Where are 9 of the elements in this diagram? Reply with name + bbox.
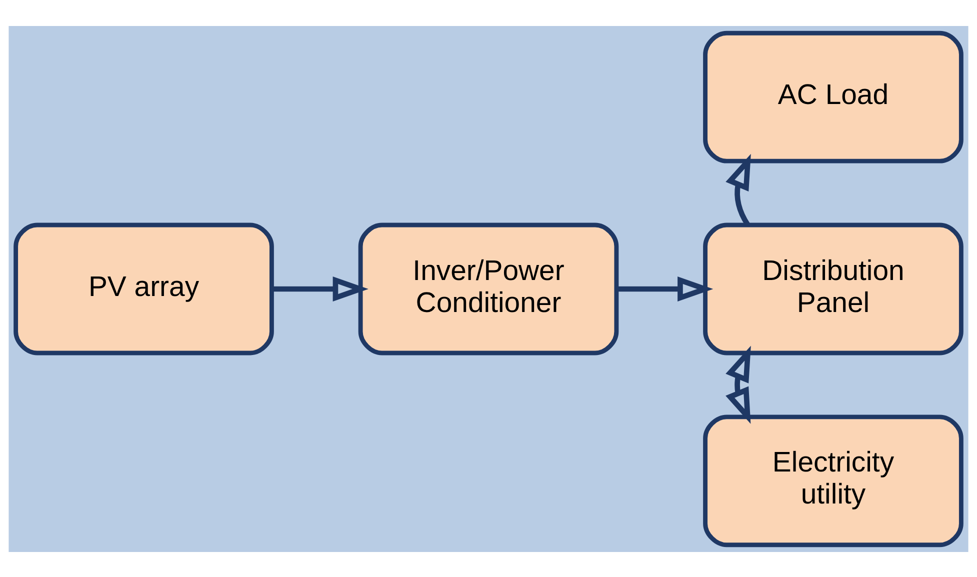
arrow [272, 276, 368, 301]
node-box: Inver/Power Conditioner [358, 222, 619, 355]
node-box: Distribution Panel [703, 222, 964, 355]
node-box: Electricity utility [703, 414, 964, 547]
arrow [616, 276, 714, 301]
arrow [726, 345, 751, 424]
node-box: PV array [14, 222, 274, 355]
node-box: AC Load [703, 30, 964, 163]
arrow [726, 153, 751, 226]
